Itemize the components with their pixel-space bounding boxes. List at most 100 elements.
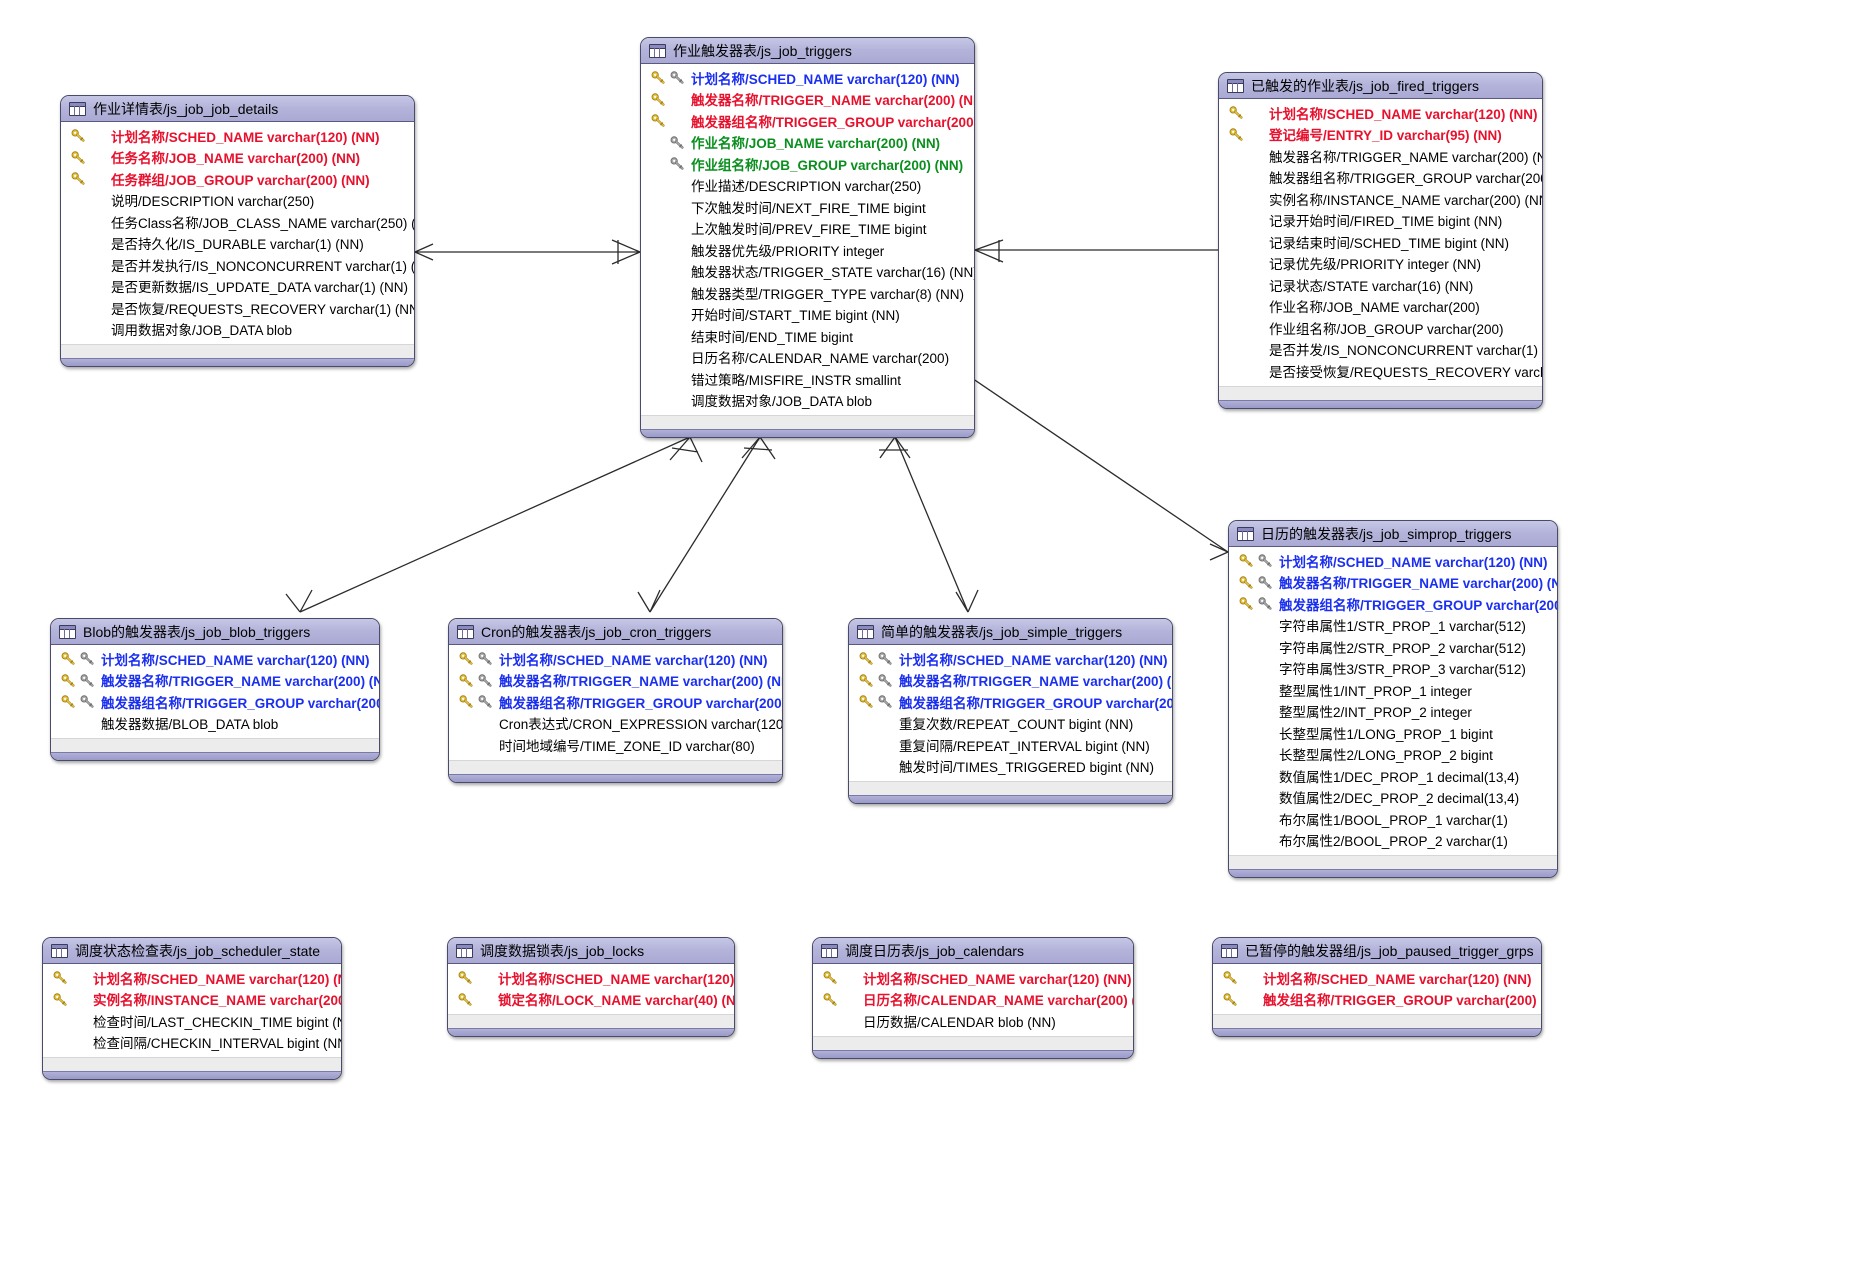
column-row[interactable]: 字符串属性2/STR_PROP_2 varchar(512): [1229, 636, 1557, 658]
column-row[interactable]: 数值属性2/DEC_PROP_2 decimal(13,4): [1229, 787, 1557, 809]
column-row[interactable]: 字符串属性1/STR_PROP_1 varchar(512): [1229, 615, 1557, 637]
column-row[interactable]: 是否恢复/REQUESTS_RECOVERY varchar(1) (NN): [61, 297, 414, 319]
column-row[interactable]: 任务群组/JOB_GROUP varchar(200) (NN): [61, 168, 414, 190]
column-row[interactable]: 布尔属性2/BOOL_PROP_2 varchar(1): [1229, 830, 1557, 852]
column-row[interactable]: 触发器状态/TRIGGER_STATE varchar(16) (NN): [641, 261, 974, 283]
column-row[interactable]: 触发器组名称/TRIGGER_GROUP varchar(200) (NN): [1219, 167, 1542, 189]
column-row[interactable]: 登记编号/ENTRY_ID varchar(95) (NN): [1219, 124, 1542, 146]
column-row[interactable]: 触发组名称/TRIGGER_GROUP varchar(200) (NN): [1213, 989, 1541, 1011]
column-row[interactable]: 计划名称/SCHED_NAME varchar(120) (NN): [43, 967, 341, 989]
entity-js-job-triggers[interactable]: 作业触发器表/js_job_triggers 计划名称/SCHED_NAME v…: [640, 37, 975, 438]
entity-js-job-calendars[interactable]: 调度日历表/js_job_calendars 计划名称/SCHED_NAME v…: [812, 937, 1134, 1059]
column-row[interactable]: 触发器名称/TRIGGER_NAME varchar(200) (NN): [51, 670, 379, 692]
column-row[interactable]: 日历名称/CALENDAR_NAME varchar(200): [641, 347, 974, 369]
column-row[interactable]: 触发器名称/TRIGGER_NAME varchar(200) (NN): [449, 670, 782, 692]
column-row[interactable]: 锁定名称/LOCK_NAME varchar(40) (NN): [448, 989, 734, 1011]
column-row[interactable]: 是否持久化/IS_DURABLE varchar(1) (NN): [61, 233, 414, 255]
column-row[interactable]: 布尔属性1/BOOL_PROP_1 varchar(1): [1229, 808, 1557, 830]
column-row[interactable]: 重复间隔/REPEAT_INTERVAL bigint (NN): [849, 734, 1172, 756]
column-row[interactable]: 是否接受恢复/REQUESTS_RECOVERY varchar(1): [1219, 360, 1542, 382]
column-row[interactable]: 触发器名称/TRIGGER_NAME varchar(200) (NN): [1229, 572, 1557, 594]
entity-js-job-simprop-triggers[interactable]: 日历的触发器表/js_job_simprop_triggers 计划名称/SCH…: [1228, 520, 1558, 878]
column-row[interactable]: 数值属性1/DEC_PROP_1 decimal(13,4): [1229, 765, 1557, 787]
column-row[interactable]: 作业组名称/JOB_GROUP varchar(200) (NN): [641, 153, 974, 175]
column-row[interactable]: 结束时间/END_TIME bigint: [641, 325, 974, 347]
column-row[interactable]: 触发器名称/TRIGGER_NAME varchar(200) (NN): [641, 89, 974, 111]
column-row[interactable]: 触发器名称/TRIGGER_NAME varchar(200) (NN): [1219, 145, 1542, 167]
column-row[interactable]: 上次触发时间/PREV_FIRE_TIME bigint: [641, 218, 974, 240]
column-row[interactable]: 触发器组名称/TRIGGER_GROUP varchar(200) (NN): [51, 691, 379, 713]
column-row[interactable]: 触发器组名称/TRIGGER_GROUP varchar(200) (NN): [449, 691, 782, 713]
column-row[interactable]: 是否更新数据/IS_UPDATE_DATA varchar(1) (NN): [61, 276, 414, 298]
column-row[interactable]: 计划名称/SCHED_NAME varchar(120) (NN): [1219, 102, 1542, 124]
column-row[interactable]: 触发器组名称/TRIGGER_GROUP varchar(200) (NN): [849, 691, 1172, 713]
entity-header: Blob的触发器表/js_job_blob_triggers: [51, 619, 379, 645]
column-row[interactable]: 计划名称/SCHED_NAME varchar(120) (NN): [448, 967, 734, 989]
entity-js-job-simple-triggers[interactable]: 简单的触发器表/js_job_simple_triggers 计划名称/SCHE…: [848, 618, 1173, 804]
column-row[interactable]: 任务Class名称/JOB_CLASS_NAME varchar(250) (N…: [61, 211, 414, 233]
column-row[interactable]: 是否并发/IS_NONCONCURRENT varchar(1): [1219, 339, 1542, 361]
column-row[interactable]: 任务名称/JOB_NAME varchar(200) (NN): [61, 147, 414, 169]
column-row[interactable]: 检查间隔/CHECKIN_INTERVAL bigint (NN): [43, 1032, 341, 1054]
column-row[interactable]: 说明/DESCRIPTION varchar(250): [61, 190, 414, 212]
column-row[interactable]: 触发器组名称/TRIGGER_GROUP varchar(200) (NN): [641, 110, 974, 132]
column-row[interactable]: 作业描述/DESCRIPTION varchar(250): [641, 175, 974, 197]
column-row[interactable]: 作业名称/JOB_NAME varchar(200) (NN): [641, 132, 974, 154]
column-row[interactable]: 触发器名称/TRIGGER_NAME varchar(200) (NN): [849, 670, 1172, 692]
column-row[interactable]: 作业组名称/JOB_GROUP varchar(200): [1219, 317, 1542, 339]
column-row[interactable]: 触发器组名称/TRIGGER_GROUP varchar(200) (NN): [1229, 593, 1557, 615]
entity-title: Blob的触发器表/js_job_blob_triggers: [83, 623, 311, 640]
column-label: 是否更新数据/IS_UPDATE_DATA varchar(1) (NN): [111, 280, 409, 296]
entity-js-job-paused-trigger-grps[interactable]: 已暂停的触发器组/js_job_paused_trigger_grps 计划名称…: [1212, 937, 1542, 1037]
column-row[interactable]: 长整型属性1/LONG_PROP_1 bigint: [1229, 722, 1557, 744]
entity-js-job-fired-triggers[interactable]: 已触发的作业表/js_job_fired_triggers 计划名称/SCHED…: [1218, 72, 1543, 409]
column-row[interactable]: 日历数据/CALENDAR blob (NN): [813, 1010, 1133, 1032]
entity-js-job-job-details[interactable]: 作业详情表/js_job_job_details 计划名称/SCHED_NAME…: [60, 95, 415, 367]
column-row[interactable]: 触发器数据/BLOB_DATA blob: [51, 713, 379, 735]
column-row[interactable]: 记录优先级/PRIORITY integer (NN): [1219, 253, 1542, 275]
column-row[interactable]: 实例名称/INSTANCE_NAME varchar(200) (NN): [1219, 188, 1542, 210]
column-row[interactable]: 触发器类型/TRIGGER_TYPE varchar(8) (NN): [641, 282, 974, 304]
column-row[interactable]: 计划名称/SCHED_NAME varchar(120) (NN): [1213, 967, 1541, 989]
column-row[interactable]: 时间地域编号/TIME_ZONE_ID varchar(80): [449, 734, 782, 756]
column-row[interactable]: 检查时间/LAST_CHECKIN_TIME bigint (NN): [43, 1010, 341, 1032]
column-row[interactable]: 计划名称/SCHED_NAME varchar(120) (NN): [813, 967, 1133, 989]
column-row[interactable]: 记录结束时间/SCHED_TIME bigint (NN): [1219, 231, 1542, 253]
entity-js-job-locks[interactable]: 调度数据锁表/js_job_locks 计划名称/SCHED_NAME varc…: [447, 937, 735, 1037]
column-row[interactable]: 错过策略/MISFIRE_INSTR smallint: [641, 368, 974, 390]
primary-key-icon: [456, 971, 475, 984]
column-row[interactable]: 作业名称/JOB_NAME varchar(200): [1219, 296, 1542, 318]
column-row[interactable]: 记录状态/STATE varchar(16) (NN): [1219, 274, 1542, 296]
column-row[interactable]: 整型属性1/INT_PROP_1 integer: [1229, 679, 1557, 701]
entity-js-job-scheduler-state[interactable]: 调度状态检查表/js_job_scheduler_state 计划名称/SCHE…: [42, 937, 342, 1080]
entity-js-job-blob-triggers[interactable]: Blob的触发器表/js_job_blob_triggers 计划名称/SCHE…: [50, 618, 380, 761]
entity-js-job-cron-triggers[interactable]: Cron的触发器表/js_job_cron_triggers 计划名称/SCHE…: [448, 618, 783, 783]
column-row[interactable]: Cron表达式/CRON_EXPRESSION varchar(120) (NN…: [449, 713, 782, 735]
primary-key-icon: [649, 71, 668, 84]
foreign-key-icon: [668, 136, 687, 149]
column-label: 任务群组/JOB_GROUP varchar(200) (NN): [111, 172, 370, 188]
column-row[interactable]: 计划名称/SCHED_NAME varchar(120) (NN): [61, 125, 414, 147]
column-row[interactable]: 调用数据对象/JOB_DATA blob: [61, 319, 414, 341]
column-row[interactable]: 调度数据对象/JOB_DATA blob: [641, 390, 974, 412]
column-row[interactable]: 下次触发时间/NEXT_FIRE_TIME bigint: [641, 196, 974, 218]
column-row[interactable]: 计划名称/SCHED_NAME varchar(120) (NN): [449, 648, 782, 670]
column-row[interactable]: 是否并发执行/IS_NONCONCURRENT varchar(1) (NN): [61, 254, 414, 276]
column-row[interactable]: 日历名称/CALENDAR_NAME varchar(200) (NN): [813, 989, 1133, 1011]
column-row[interactable]: 实例名称/INSTANCE_NAME varchar(200) (NN): [43, 989, 341, 1011]
column-row[interactable]: 开始时间/START_TIME bigint (NN): [641, 304, 974, 326]
primary-key-icon: [649, 93, 668, 106]
column-row[interactable]: 计划名称/SCHED_NAME varchar(120) (NN): [1229, 550, 1557, 572]
column-row[interactable]: 计划名称/SCHED_NAME varchar(120) (NN): [849, 648, 1172, 670]
column-row[interactable]: 重复次数/REPEAT_COUNT bigint (NN): [849, 713, 1172, 735]
column-row[interactable]: 字符串属性3/STR_PROP_3 varchar(512): [1229, 658, 1557, 680]
column-row[interactable]: 整型属性2/INT_PROP_2 integer: [1229, 701, 1557, 723]
column-row[interactable]: 记录开始时间/FIRED_TIME bigint (NN): [1219, 210, 1542, 232]
column-row[interactable]: 触发时间/TIMES_TRIGGERED bigint (NN): [849, 756, 1172, 778]
column-row[interactable]: 计划名称/SCHED_NAME varchar(120) (NN): [641, 67, 974, 89]
column-label: 计划名称/SCHED_NAME varchar(120) (NN): [101, 652, 370, 668]
column-row[interactable]: 长整型属性2/LONG_PROP_2 bigint: [1229, 744, 1557, 766]
column-label: 布尔属性1/BOOL_PROP_1 varchar(1): [1279, 812, 1508, 828]
column-row[interactable]: 触发器优先级/PRIORITY integer: [641, 239, 974, 261]
column-row[interactable]: 计划名称/SCHED_NAME varchar(120) (NN): [51, 648, 379, 670]
